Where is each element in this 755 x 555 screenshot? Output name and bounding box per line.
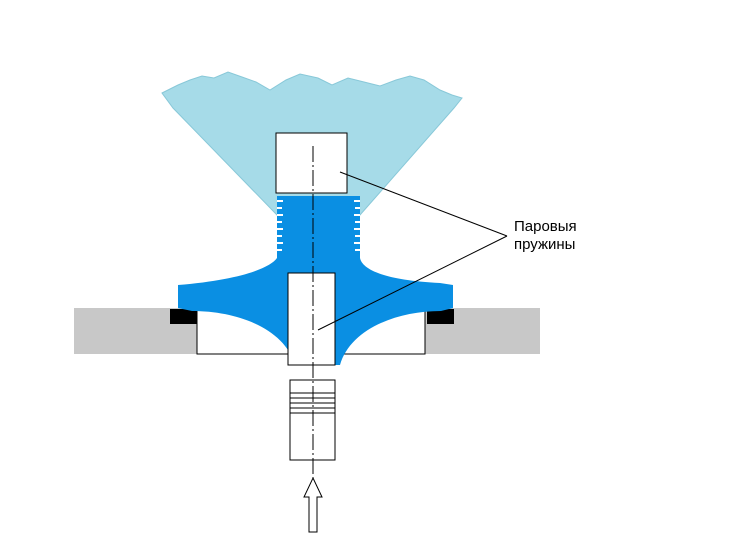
neck-wave-marks: [277, 200, 360, 251]
lower-steam-spring: [287, 272, 336, 366]
callout-line-lower: [317, 235, 508, 331]
callout-line-upper: [339, 171, 508, 237]
callout-label-line1: Паровыя: [514, 218, 577, 235]
callout-label-line2: пружины: [514, 236, 575, 253]
right-gasket: [427, 309, 454, 324]
left-gasket: [170, 309, 197, 324]
up-arrow-icon: [303, 476, 323, 533]
upper-steam-spring: [275, 132, 348, 194]
